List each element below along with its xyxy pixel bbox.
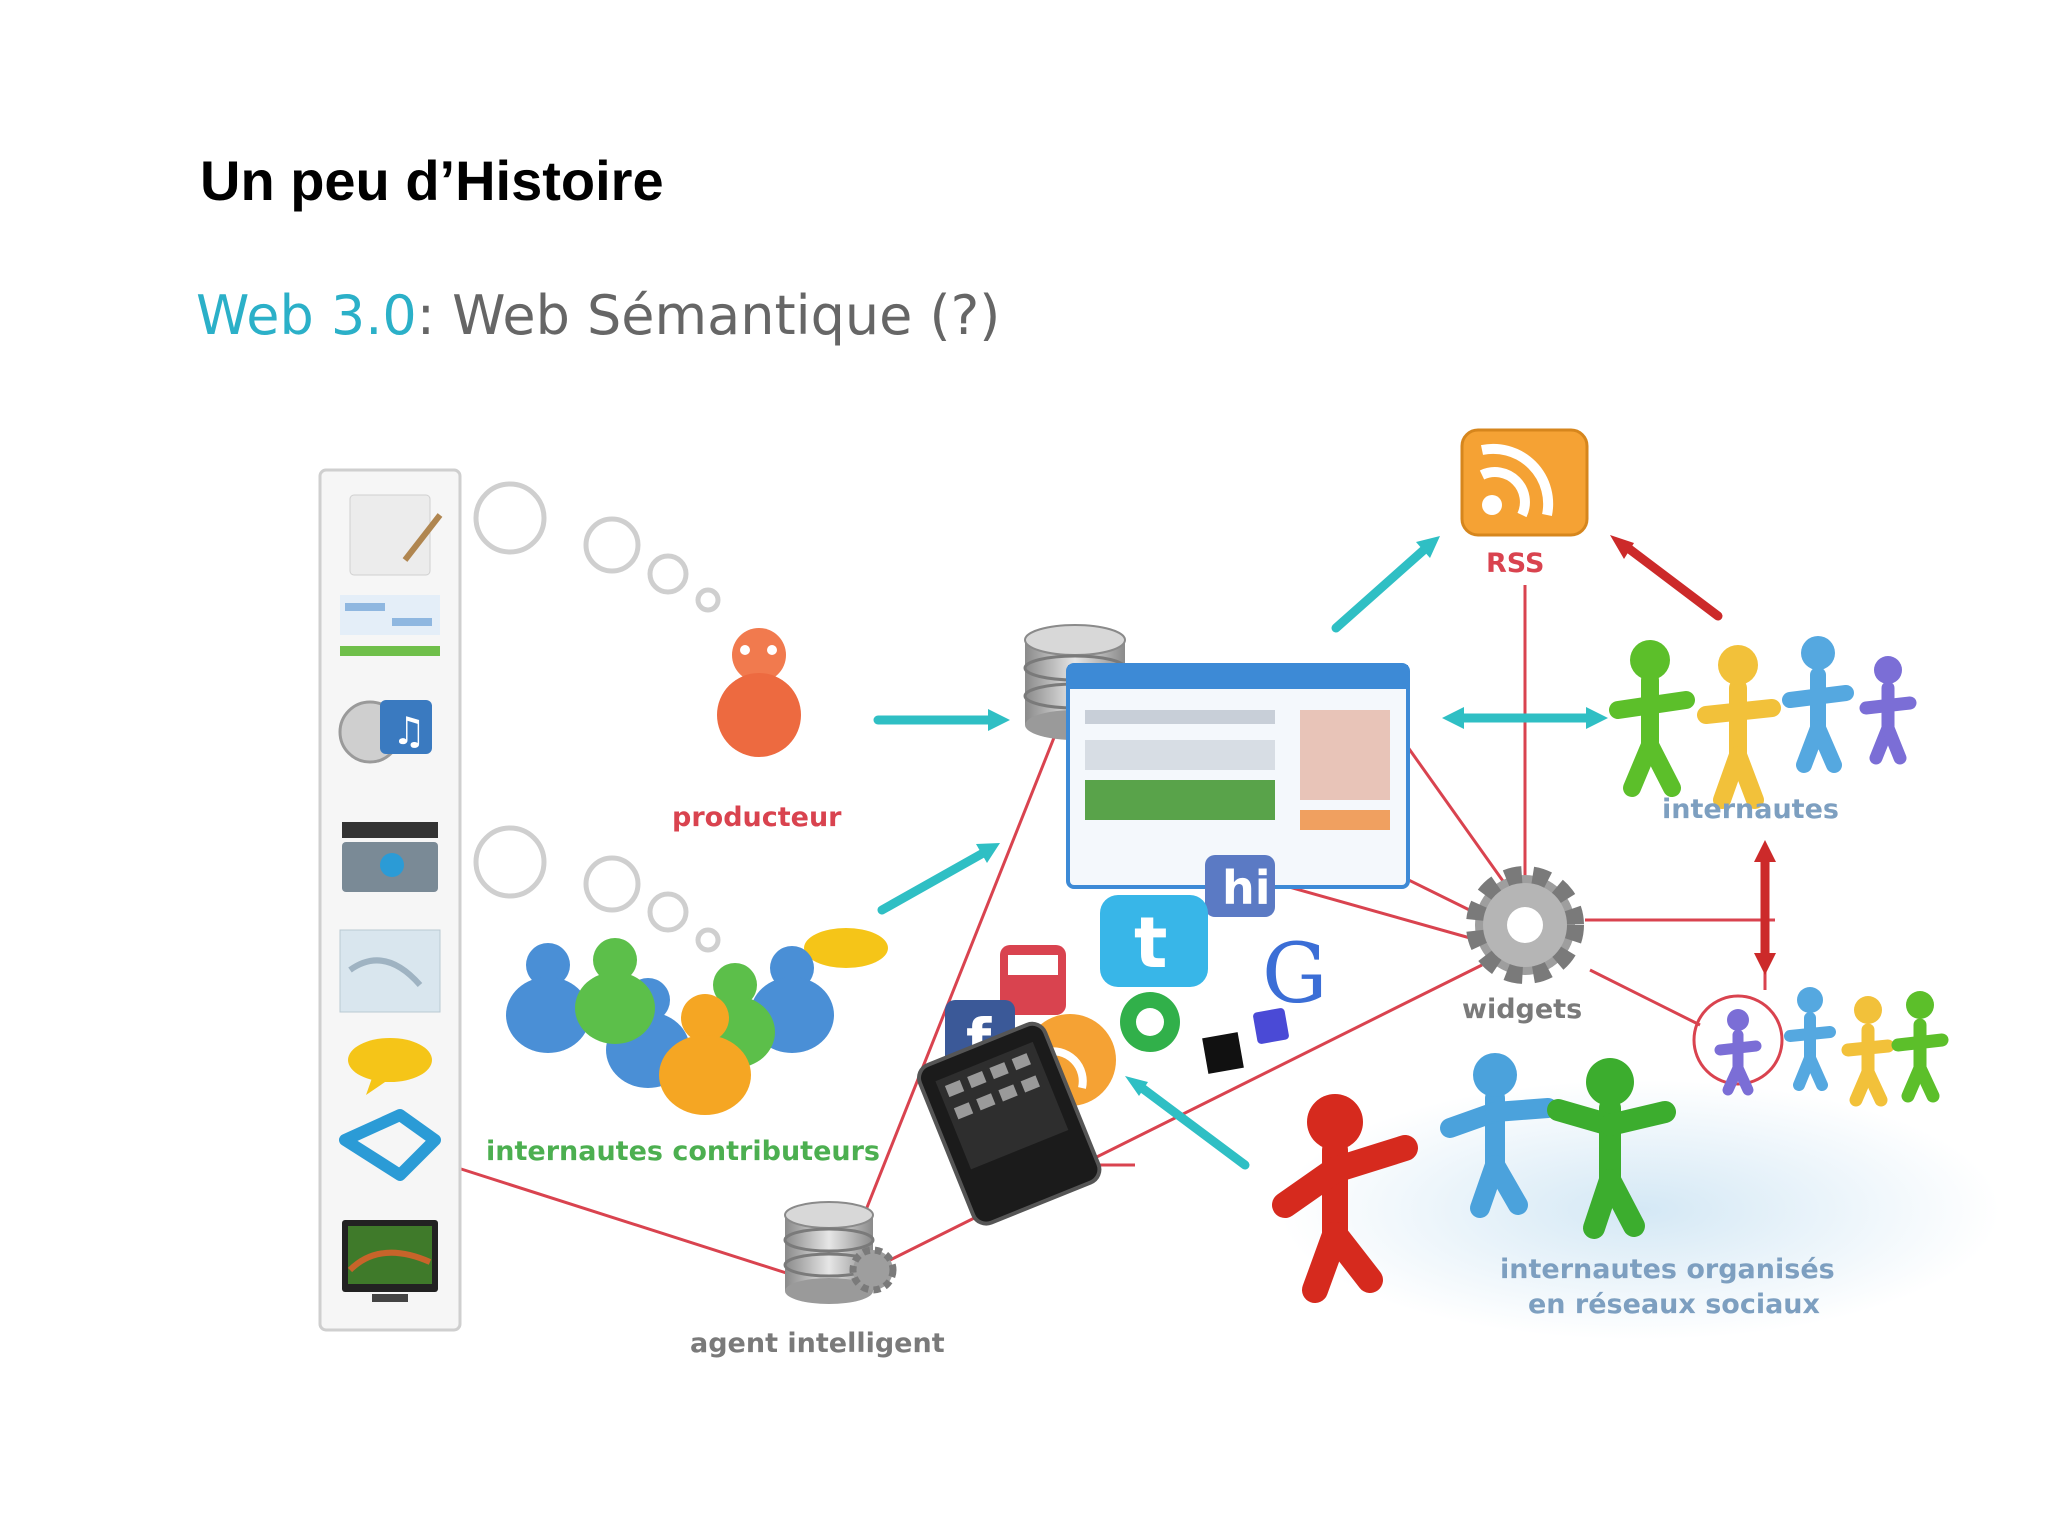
- delicious-icon: [1202, 1008, 1289, 1074]
- youtube-icon: [1000, 945, 1066, 1015]
- tag-icon: [339, 1109, 441, 1181]
- label-agent: agent intelligent: [690, 1328, 945, 1359]
- chat-bubble-icon: [348, 1038, 432, 1095]
- diagram-title: Web 3.0: Web Sémantique (?): [196, 284, 1000, 347]
- teal-arrows: [873, 536, 1608, 1170]
- phone-icon: [916, 1021, 1102, 1226]
- social-network-group: [1272, 987, 1949, 1303]
- music-icon: ♫: [338, 700, 432, 764]
- media-strip: ♫: [318, 468, 462, 1332]
- chat-bubble-icon: [804, 928, 888, 968]
- social-floor: [1280, 1080, 2000, 1340]
- map-icon: [339, 929, 441, 1013]
- label-widgets: widgets: [1462, 994, 1582, 1025]
- label-contributeurs: internautes contributeurs: [486, 1136, 880, 1167]
- svg-text:hi: hi: [1222, 861, 1271, 915]
- gear-icon: [1466, 866, 1584, 984]
- label-rss: RSS: [1486, 548, 1544, 579]
- diagram-title-suffix: : Web Sémantique (?): [416, 284, 1001, 347]
- browser-window-icon: [1066, 663, 1410, 889]
- rss-icon: [1460, 428, 1589, 537]
- svg-text:t: t: [1134, 902, 1167, 984]
- label-producteur: producteur: [672, 802, 842, 833]
- twitter-icon: t: [1100, 895, 1208, 987]
- slide-title: Un peu d’Histoire: [200, 149, 664, 212]
- label-internautes: internautes: [1662, 794, 1839, 825]
- hi5-icon: hi: [1205, 855, 1275, 917]
- notepad-icon: [349, 494, 443, 576]
- contributeurs-group: [506, 938, 834, 1115]
- svg-text:♫: ♫: [392, 709, 426, 753]
- google-icon: G: [1262, 927, 1328, 1022]
- chat-icon: [1120, 992, 1180, 1052]
- database-icon: [783, 1201, 897, 1304]
- svg-text:G: G: [1262, 927, 1328, 1022]
- red-arrows: [1610, 535, 1776, 975]
- label-reseaux-line1: internautes organisés: [1500, 1254, 1835, 1285]
- producteur-figure: [717, 628, 801, 757]
- label-reseaux-line2: en réseaux sociaux: [1528, 1289, 1820, 1320]
- video-icon: [342, 822, 438, 892]
- internautes-group: [1609, 636, 1917, 809]
- diagram-title-prefix: Web 3.0: [196, 284, 417, 347]
- thought-bubbles: [473, 481, 721, 953]
- document-icon: [340, 595, 440, 656]
- tv-icon: [342, 1220, 438, 1302]
